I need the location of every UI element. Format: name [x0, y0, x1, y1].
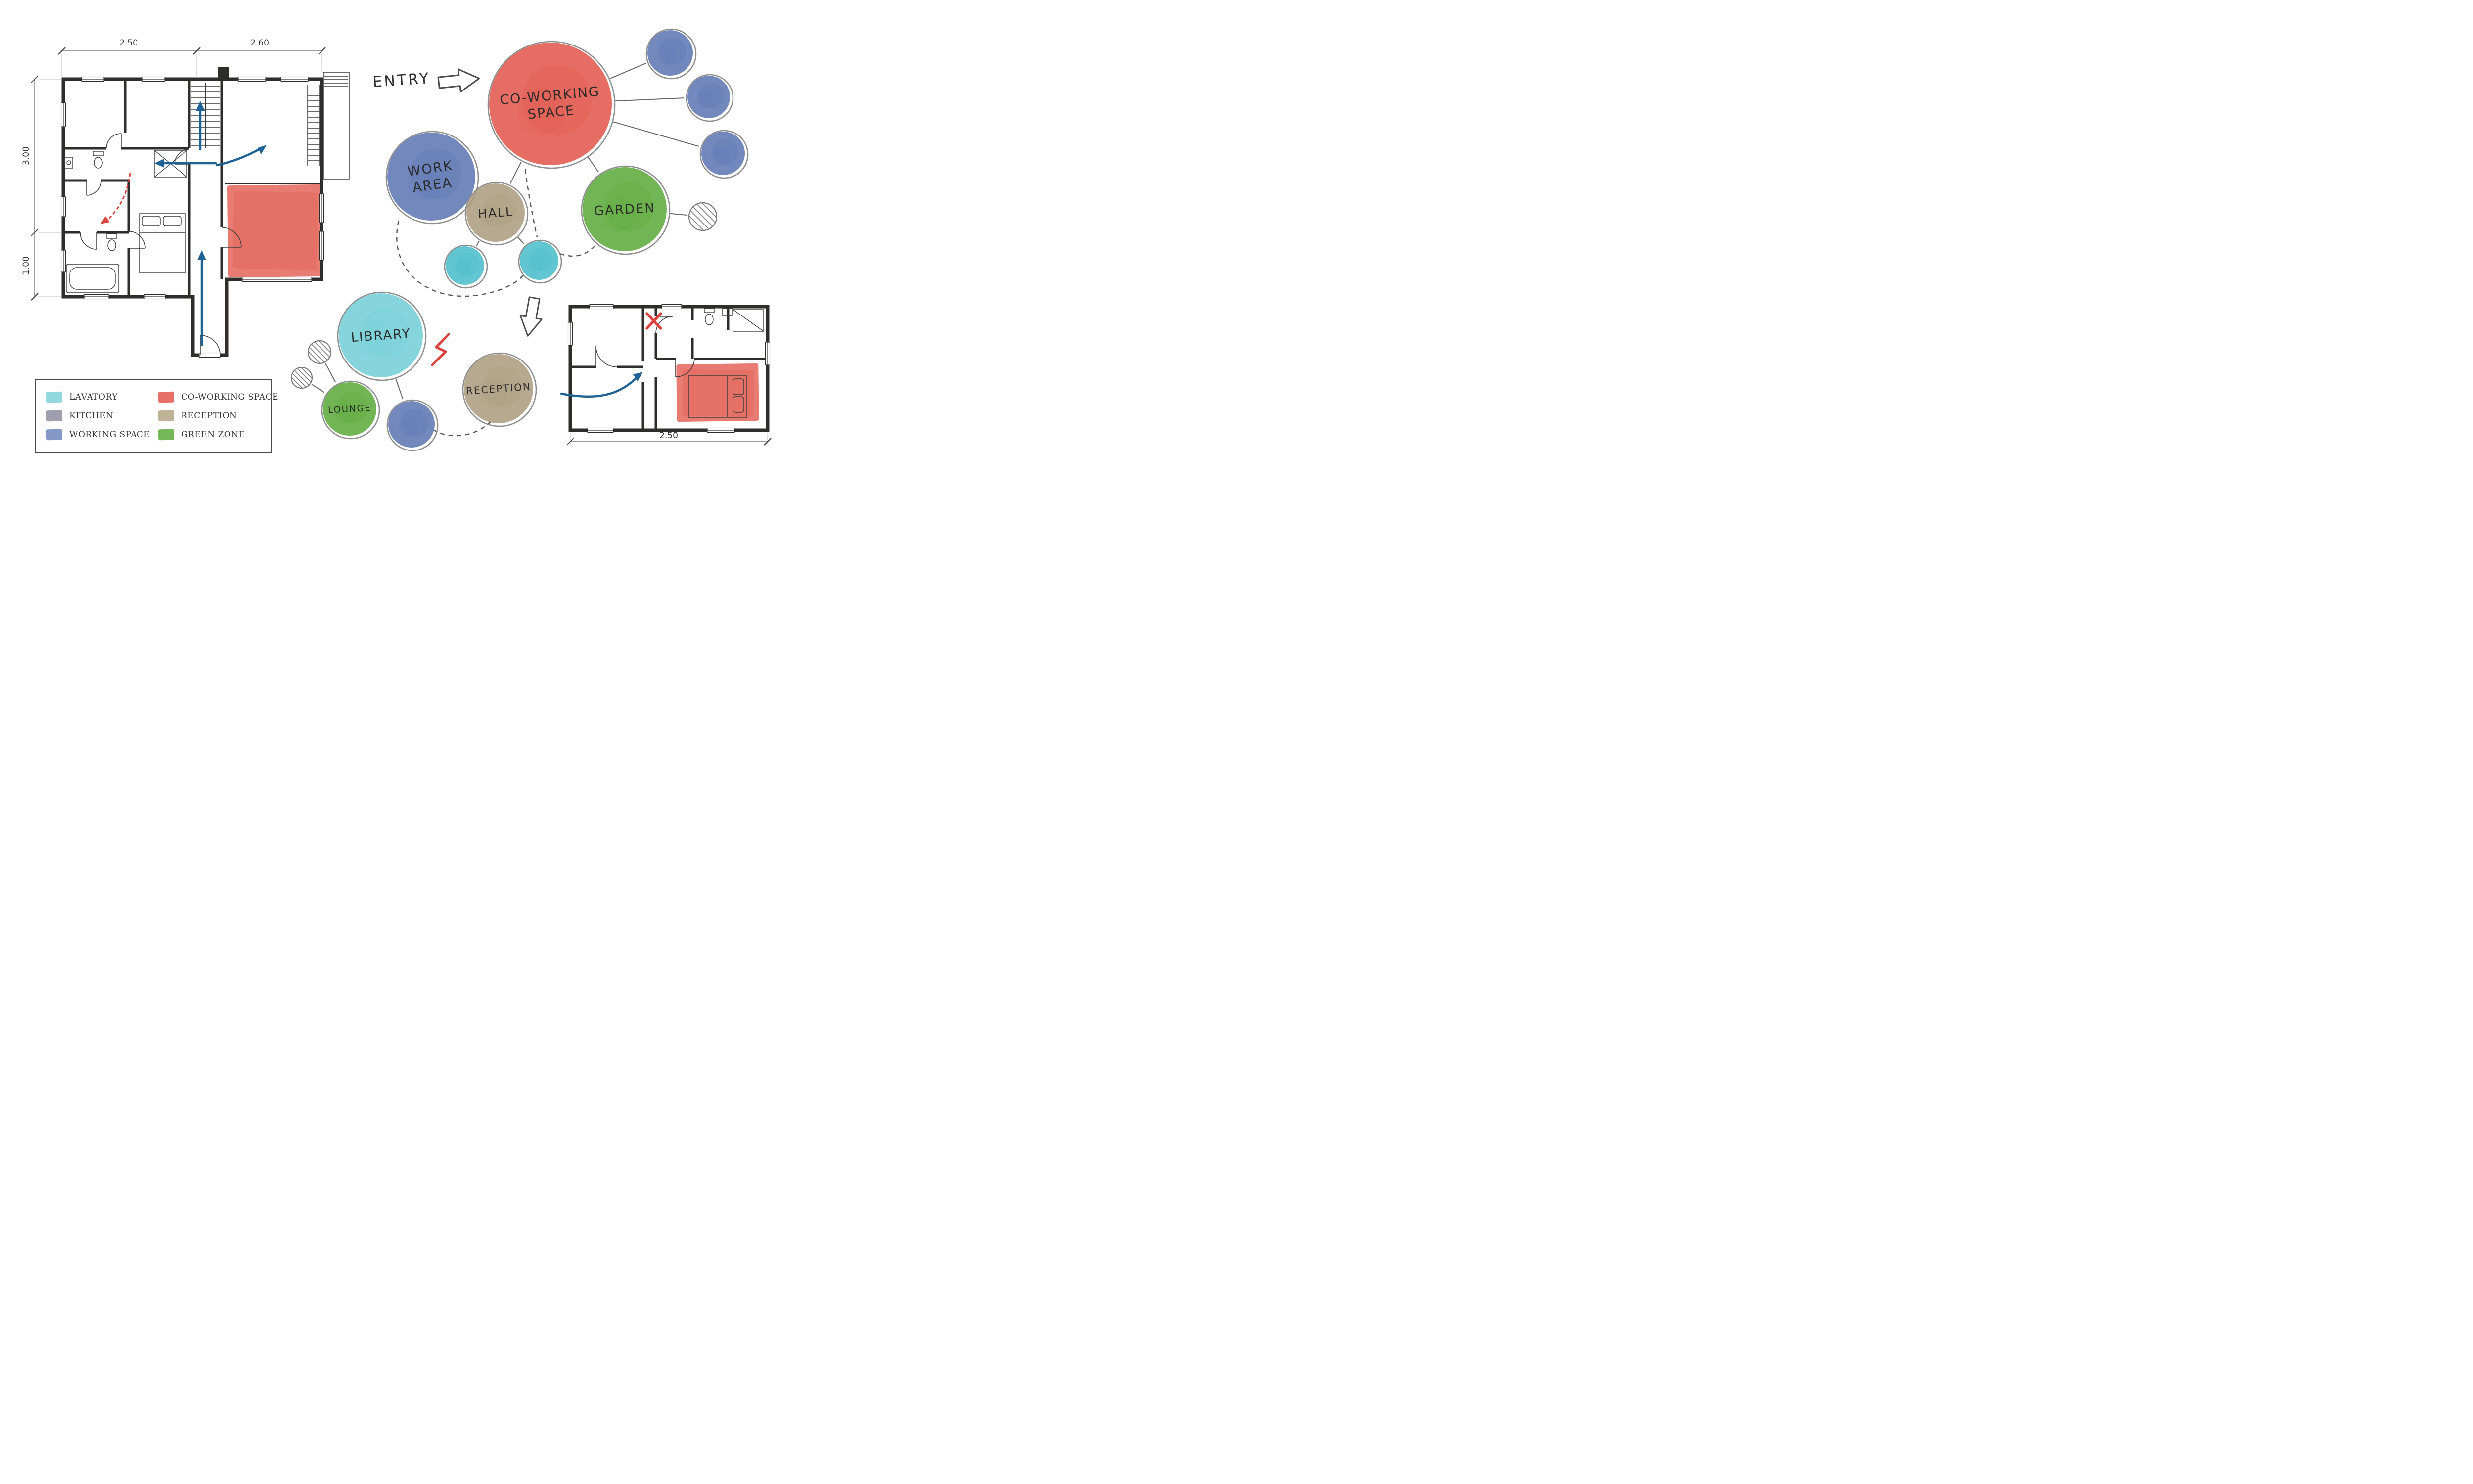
coworking-zone-overlay-2 — [676, 363, 759, 422]
legend-swatch — [158, 429, 175, 441]
bubble-label: HALL — [477, 204, 514, 221]
plan2-dimensions: 2.50 — [566, 431, 772, 446]
hatched-circle — [688, 202, 718, 231]
legend-item-label: CO-WORKING SPACE — [181, 392, 279, 402]
legend-item-label: GREEN ZONE — [181, 430, 245, 440]
plan1-flow-arrows — [100, 101, 267, 347]
plan1-doors — [80, 133, 242, 356]
legend-item-label: KITCHEN — [69, 411, 114, 421]
plan2-flow-arrow — [560, 372, 643, 398]
bubble-workarea: WORKAREA — [385, 131, 479, 225]
down-arrow-icon — [519, 296, 543, 337]
floor-plan-2: 2.50 — [560, 304, 772, 446]
diagram-link — [517, 236, 524, 244]
plan2-doors — [595, 316, 695, 377]
entry-label: ENTRY — [372, 70, 431, 91]
red-dashed-arrowhead — [100, 216, 110, 224]
plan2-interior-walls — [570, 307, 768, 430]
bubble-work-sat-3 — [699, 130, 749, 179]
legend-item-label: RECEPTION — [181, 411, 237, 421]
hatched-circle — [290, 366, 313, 389]
diagram-link — [615, 97, 685, 102]
bed — [139, 213, 186, 273]
hatched-circle — [307, 340, 332, 364]
legend-item: WORKING SPACE — [46, 425, 150, 444]
legend-item: KITCHEN — [46, 406, 145, 425]
diagram-link — [610, 62, 646, 79]
bubble-library: LIBRARY — [337, 291, 427, 381]
dim-label-top-1: 2.50 — [119, 38, 138, 48]
floor-plan-1: 2.50 2.60 3.00 1.00 — [21, 38, 350, 358]
bed — [688, 375, 747, 418]
legend-item-label: WORKING SPACE — [69, 430, 150, 440]
diagram-link — [395, 378, 404, 400]
diagram-link-dashed — [434, 421, 492, 437]
bubble-work-sat-4 — [386, 399, 439, 451]
plan1-dimensions: 2.50 2.60 3.00 1.00 — [21, 38, 326, 301]
legend-item: GREEN ZONE — [158, 425, 278, 444]
bubble-lav-1 — [444, 244, 488, 289]
plan2-outer-wall — [568, 305, 770, 432]
legend-item: RECEPTION — [158, 406, 278, 425]
legend: LAVATORY KITCHEN WORKING SPACE CO-WORKING S… — [35, 379, 278, 453]
diagram-link — [311, 384, 325, 393]
legend-swatch — [158, 391, 175, 403]
bubble-lav-2 — [518, 239, 562, 284]
bubble-label: LOUNGE — [328, 403, 371, 416]
bubble-work-sat-1 — [645, 28, 697, 80]
plan2-fixtures — [688, 308, 764, 418]
bubble-links — [311, 62, 699, 437]
broken-link-mark — [431, 333, 450, 366]
bubble-reception: RECEPTION — [462, 352, 537, 427]
plan1-fixtures — [64, 150, 187, 293]
chimney — [218, 67, 229, 80]
diagram-link — [587, 156, 599, 173]
diagram-link-dashed — [559, 244, 597, 257]
legend-grid: LAVATORY KITCHEN WORKING SPACE CO-WORKING S… — [46, 388, 278, 444]
coworking-zone-overlay — [227, 184, 323, 278]
terrace — [323, 72, 350, 180]
dim-label-left-2: 1.00 — [21, 256, 31, 275]
diagram-link-dashed — [396, 220, 525, 297]
legend-swatch — [46, 429, 63, 441]
side-stair — [307, 85, 320, 166]
diagram-link — [670, 213, 688, 216]
bubble-hall: HALL — [464, 181, 529, 246]
plan2-no-entry-mark — [645, 312, 662, 330]
diagram-link — [509, 161, 522, 184]
diagram-link — [325, 363, 336, 383]
plan1-windows — [60, 76, 324, 358]
legend-swatch — [158, 410, 175, 422]
bubble-garden: GARDEN — [581, 165, 671, 255]
dim-label-left-1: 3.00 — [21, 146, 31, 165]
bubble-lounge: LOUNGE — [321, 380, 380, 440]
dim-label-plan2: 2.50 — [659, 431, 678, 441]
diagram-link — [612, 121, 699, 147]
plan1-interior-walls — [63, 67, 321, 297]
diagram-link — [476, 240, 480, 246]
plan2-windows — [567, 304, 771, 433]
dim-label-top-2: 2.60 — [250, 38, 269, 48]
legend-item: LAVATORY — [46, 388, 145, 406]
legend-swatch — [46, 391, 63, 403]
legend-item: CO-WORKING SPACE — [158, 388, 278, 406]
bubble-work-sat-2 — [686, 74, 734, 122]
entry-arrow-icon — [437, 68, 480, 93]
drawing-canvas: 2.50 2.60 3.00 1.00 CO-WORKINGSPACEWORKA… — [21, 28, 772, 451]
bubble-coworking: CO-WORKINGSPACE — [487, 41, 616, 169]
stairs — [191, 83, 220, 148]
legend-swatch — [46, 410, 63, 422]
bubble-label: GARDEN — [594, 201, 655, 219]
diagram-link-dashed — [524, 169, 538, 238]
legend-item-label: LAVATORY — [69, 392, 118, 402]
